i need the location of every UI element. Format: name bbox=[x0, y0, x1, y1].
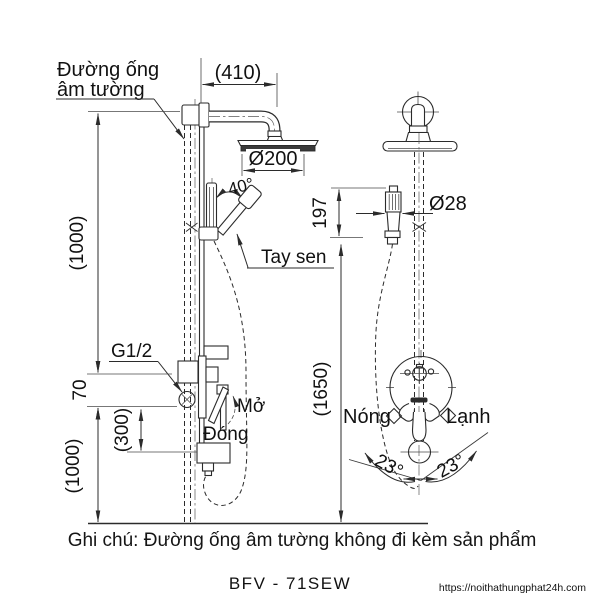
dim-arm-reach: (410) bbox=[200, 58, 278, 107]
dim-1650-text: (1650) bbox=[311, 362, 332, 417]
dim-1000-upper-text: (1000) bbox=[67, 216, 88, 271]
hand-shower-front bbox=[384, 185, 402, 245]
hose-front bbox=[374, 243, 419, 489]
label-g12: G1/2 bbox=[111, 341, 152, 362]
hand-shower-label: Tay sen bbox=[236, 233, 334, 269]
concealed-pipe-label: Đường ống âm tường bbox=[56, 59, 185, 140]
label-closed: Đóng bbox=[203, 424, 248, 445]
dim-28-text: Ø28 bbox=[429, 193, 467, 215]
concealed-pipe-side bbox=[184, 99, 196, 523]
label-open: Mở bbox=[237, 396, 265, 417]
label-tay-sen: Tay sen bbox=[261, 247, 326, 268]
hand-shower-side bbox=[198, 182, 262, 241]
pipe-break-mark-side bbox=[185, 222, 198, 232]
front-view: 197 Ø28 (1650) bbox=[310, 91, 491, 523]
dim-hand-shower-diameter: Ø28 bbox=[356, 193, 467, 216]
label-cold: Lạnh bbox=[446, 406, 491, 428]
dim-hand-shower-length: 197 bbox=[310, 187, 386, 238]
wall-elbow bbox=[181, 102, 210, 128]
left-dimensions: (1000) 70 (1000) (300) bbox=[63, 111, 428, 525]
label-pipe-line1: Đường ống bbox=[57, 59, 159, 81]
dim-total-height: (1650) bbox=[311, 244, 344, 523]
note-text: Ghi chú: Đường ống âm tường không đi kèm… bbox=[68, 530, 537, 551]
dim-197-text: 197 bbox=[310, 197, 331, 229]
shower-arm-side bbox=[209, 110, 285, 144]
dim-200-text: Ø200 bbox=[249, 148, 298, 170]
watermark-url: https://noithathungphat24h.com bbox=[439, 582, 586, 594]
thread-label: G1/2 bbox=[109, 341, 183, 393]
dim-head-diameter: Ø200 bbox=[241, 148, 305, 176]
dim-23-left-text: 23° bbox=[371, 450, 406, 482]
side-view: (410) Ø200 Đường ống âm tường 40° bbox=[56, 58, 334, 523]
mixer-valve-front bbox=[385, 350, 457, 464]
dim-300-text: (300) bbox=[112, 408, 133, 452]
dim-23-right-text: 23° bbox=[434, 450, 469, 482]
dim-410-text: (410) bbox=[215, 62, 262, 84]
model-code: BFV - 71SEW bbox=[229, 574, 351, 593]
wall-mount-front bbox=[397, 91, 439, 143]
mixer-valve-side bbox=[177, 345, 240, 477]
label-pipe-line2: âm tường bbox=[57, 79, 145, 101]
dim-1000-lower-text: (1000) bbox=[63, 439, 84, 494]
label-hot: Nóng bbox=[343, 406, 391, 428]
rain-shower-head-front bbox=[382, 140, 458, 152]
dim-70-text: 70 bbox=[70, 379, 91, 400]
rain-shower-head-side bbox=[237, 139, 319, 152]
